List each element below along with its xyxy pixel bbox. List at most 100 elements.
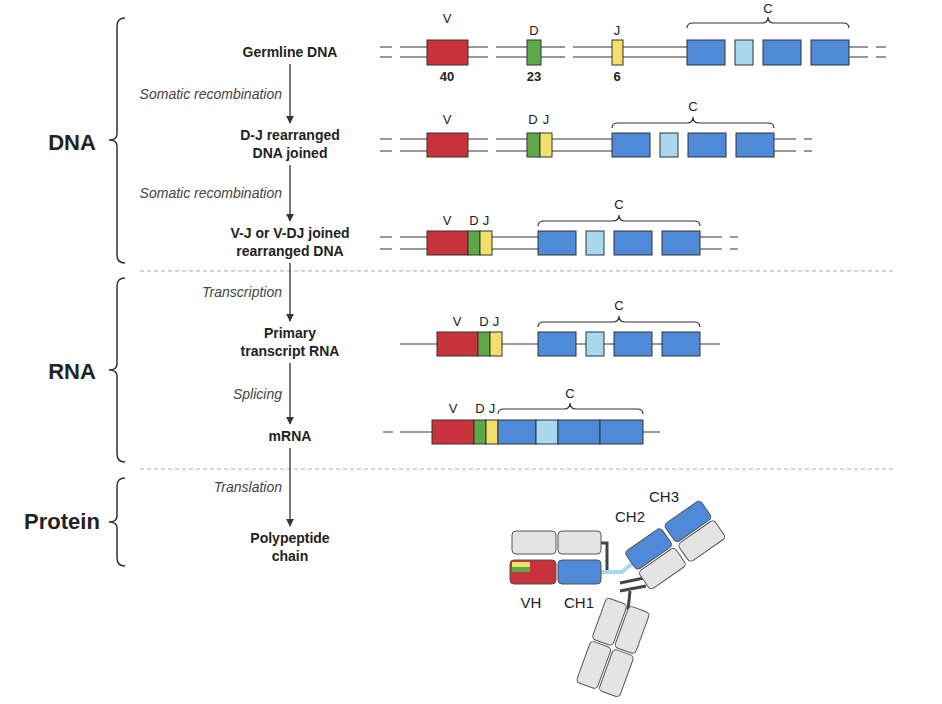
section-label: DNA bbox=[48, 131, 96, 155]
vh-domain bbox=[510, 560, 556, 584]
part-label: C bbox=[688, 100, 697, 114]
c-exon bbox=[688, 133, 726, 157]
part-label: J bbox=[489, 402, 496, 416]
part-label: D bbox=[469, 214, 478, 228]
process-arrow bbox=[289, 448, 290, 526]
region-bracket bbox=[612, 117, 774, 128]
section-divider bbox=[140, 469, 895, 470]
region-bracket bbox=[498, 403, 643, 414]
part-label: CH1 bbox=[564, 595, 594, 612]
step-text: V-J or V-DJ joined rearranged DNA bbox=[220, 224, 360, 260]
step-process-label: Somatic recombination bbox=[140, 185, 282, 201]
part-label: V bbox=[443, 12, 452, 26]
part-label: C bbox=[565, 387, 574, 401]
j-segment bbox=[490, 332, 502, 356]
section-label: Protein bbox=[24, 510, 100, 534]
section-brace bbox=[109, 278, 125, 462]
part-label: J bbox=[483, 214, 490, 228]
c-exon bbox=[660, 133, 678, 157]
c-exon bbox=[614, 231, 652, 255]
c-exon bbox=[763, 40, 801, 65]
heavy-chain-domain bbox=[638, 547, 687, 590]
step-label: D-J rearranged DNA joined bbox=[230, 126, 350, 162]
v-segment bbox=[427, 40, 468, 65]
j-segment bbox=[480, 231, 492, 255]
light-chain-domain bbox=[512, 531, 556, 554]
part-label: 23 bbox=[527, 70, 541, 84]
part-label: CH3 bbox=[649, 489, 679, 506]
step-label: Germline DNA bbox=[225, 43, 355, 61]
c-exon bbox=[735, 40, 753, 65]
step-process-label: Transcription bbox=[202, 284, 282, 300]
c-exon bbox=[612, 133, 650, 157]
c-exon bbox=[662, 231, 700, 255]
hinge-region bbox=[601, 562, 634, 572]
d-segment bbox=[468, 231, 480, 255]
j-segment bbox=[540, 133, 552, 157]
process-arrow bbox=[289, 64, 290, 123]
part-label: D bbox=[529, 24, 538, 38]
step-text: Polypeptide chain bbox=[240, 529, 340, 565]
section-label: RNA bbox=[48, 360, 96, 384]
part-label: V bbox=[453, 315, 462, 329]
section-brace bbox=[109, 478, 125, 566]
light-chain-domain bbox=[576, 641, 612, 690]
v-segment bbox=[427, 231, 468, 255]
c-exon bbox=[662, 332, 700, 356]
c-exon bbox=[687, 40, 725, 65]
ch1-domain bbox=[558, 560, 601, 584]
d-segment bbox=[527, 133, 540, 157]
v-segment bbox=[432, 420, 474, 444]
step-process-label: Somatic recombination bbox=[140, 86, 282, 102]
light-chain-domain bbox=[558, 531, 601, 554]
part-label: V bbox=[443, 214, 452, 228]
region-bracket bbox=[687, 17, 849, 28]
c-exon bbox=[600, 420, 643, 444]
part-label: VH bbox=[521, 595, 542, 612]
process-arrow bbox=[289, 263, 290, 321]
part-label: C bbox=[763, 2, 772, 16]
section-divider bbox=[140, 271, 895, 272]
part-label: J bbox=[543, 113, 550, 127]
part-label: C bbox=[614, 299, 623, 313]
part-label: V bbox=[449, 402, 458, 416]
part-label: V bbox=[443, 113, 452, 127]
c-exon bbox=[558, 420, 600, 444]
step-text: Primary transcript RNA bbox=[231, 324, 349, 360]
step-text: Germline DNA bbox=[225, 43, 355, 61]
d-segment bbox=[474, 420, 486, 444]
step-process-label: Splicing bbox=[233, 386, 282, 402]
step-label: Polypeptide chain bbox=[240, 529, 340, 565]
step-process-label: Translation bbox=[214, 479, 282, 495]
c-exon bbox=[614, 332, 652, 356]
part-label: CH2 bbox=[615, 509, 645, 526]
section-brace bbox=[109, 18, 125, 263]
d-segment-stripe bbox=[512, 567, 530, 572]
disulfide-bond bbox=[601, 543, 607, 572]
j-segment-stripe bbox=[512, 562, 530, 567]
step-text: mRNA bbox=[240, 427, 340, 445]
v-segment bbox=[427, 133, 468, 157]
part-label: D bbox=[528, 113, 537, 127]
part-label: J bbox=[493, 315, 500, 329]
part-label: D bbox=[475, 402, 484, 416]
process-arrow bbox=[289, 165, 290, 221]
heavy-chain-domain bbox=[677, 519, 726, 562]
d-segment bbox=[478, 332, 490, 356]
d-segment bbox=[527, 40, 541, 65]
region-bracket bbox=[538, 215, 700, 226]
c-exon bbox=[538, 231, 576, 255]
step-text: D-J rearranged DNA joined bbox=[230, 126, 350, 162]
c-exon bbox=[811, 40, 849, 65]
light-chain-domain bbox=[592, 597, 628, 646]
step-label: Primary transcript RNA bbox=[231, 324, 349, 360]
region-bracket bbox=[538, 316, 700, 327]
c-exon bbox=[586, 332, 604, 356]
j-segment bbox=[612, 40, 623, 65]
c-exon bbox=[538, 332, 576, 356]
process-arrow bbox=[289, 363, 290, 424]
part-label: C bbox=[614, 198, 623, 212]
